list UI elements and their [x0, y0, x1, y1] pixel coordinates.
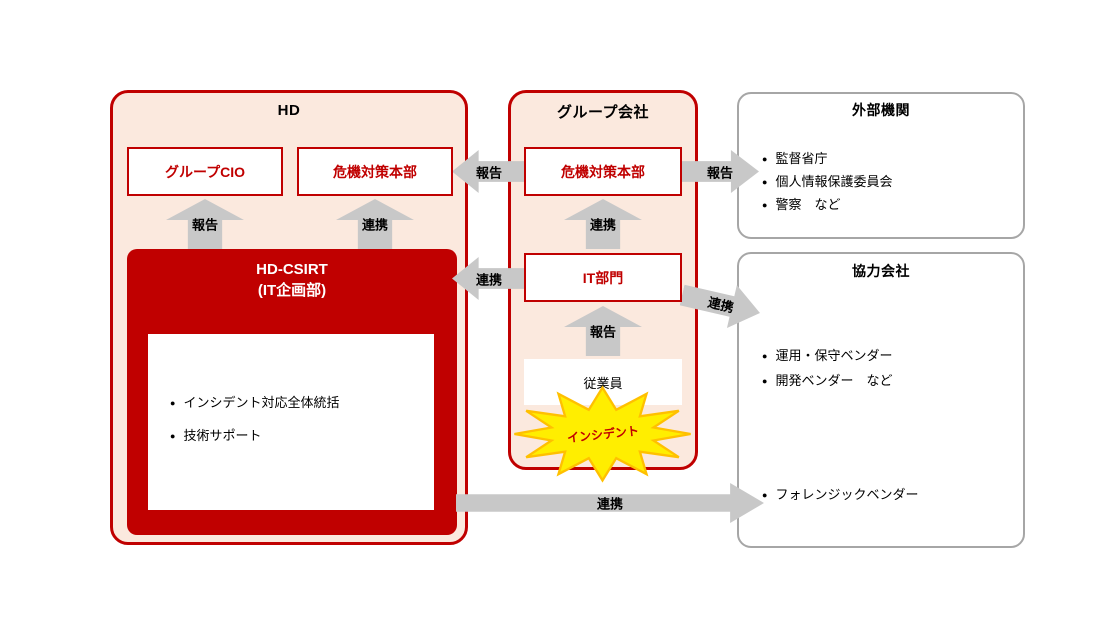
group-to-external-report-arrow: 報告: [681, 150, 759, 193]
csirt-item-label: インシデント対応全体統括: [183, 395, 340, 410]
partner-company-list: 運用・保守ベンダー 開発ベンダー など: [762, 344, 892, 394]
hd-report-up-arrow: 報告: [166, 199, 244, 249]
partner-company-title: 協力会社: [852, 263, 910, 279]
list-item: 警察 など: [762, 194, 892, 217]
group-cio-label: グループCIO: [164, 163, 246, 180]
group-to-hd-report-label: 報告: [475, 165, 503, 180]
list-item: 運用・保守ベンダー: [762, 344, 892, 369]
it-to-csirt-coop-arrow: 連携: [452, 257, 526, 300]
bullet-icon: [170, 395, 175, 410]
group-coop-up-arrow: 連携: [564, 199, 642, 249]
list-item: インシデント対応全体統括: [170, 392, 434, 411]
hd-csirt-title-line1: HD-CSIRT: [256, 261, 328, 278]
external-org-panel: [737, 92, 1025, 239]
external-item-label: 個人情報保護委員会: [775, 174, 893, 189]
group-report-up-arrow: 報告: [564, 306, 642, 356]
it-dept-box: IT部門: [524, 253, 682, 302]
group-coop-up-label: 連携: [589, 217, 617, 233]
incident-burst-icon: [514, 385, 691, 483]
external-item-label: 監督省庁: [775, 151, 828, 166]
external-org-list: 監督省庁 個人情報保護委員会 警察 など: [762, 148, 892, 217]
group-to-external-report-label: 報告: [706, 165, 734, 180]
employees-label: 従業員: [583, 375, 623, 391]
hd-panel-title: HD: [277, 102, 301, 119]
bullet-icon: [762, 171, 767, 194]
group-report-up-label: 報告: [589, 324, 617, 340]
hd-crisis-hq-box: 危機対策本部: [297, 147, 453, 196]
list-item: 技術サポート: [170, 425, 434, 444]
list-item: 個人情報保護委員会: [762, 171, 892, 194]
partner-item-label: 運用・保守ベンダー: [775, 348, 893, 363]
forensic-vendor-list: フォレンジックベンダー: [762, 484, 918, 507]
hd-crisis-hq-label: 危機対策本部: [333, 163, 417, 180]
bullet-icon: [762, 369, 767, 394]
partner-item-label: 開発ベンダー など: [775, 373, 893, 388]
external-item-label: 警察 など: [775, 197, 841, 212]
bullet-icon: [170, 428, 175, 443]
external-org-title: 外部機関: [852, 102, 910, 118]
group-crisis-hq-label: 危機対策本部: [561, 163, 645, 180]
group-cio-box: グループCIO: [127, 147, 283, 196]
csirt-to-forensic-coop-label: 連携: [596, 496, 624, 512]
bullet-icon: [762, 484, 767, 507]
hd-coop-up-label: 連携: [361, 217, 389, 233]
hd-csirt-title: HD-CSIRT (IT企画部): [127, 259, 457, 301]
hd-csirt-title-line2: (IT企画部): [257, 282, 327, 299]
csirt-to-forensic-coop-arrow: 連携: [456, 483, 764, 523]
it-dept-label: IT部門: [582, 269, 624, 286]
group-to-hd-report-arrow: 報告: [452, 150, 526, 193]
hd-csirt-detail-panel: インシデント対応全体統括 技術サポート: [148, 334, 434, 510]
it-to-partner-coop-label: 連携: [706, 294, 736, 316]
csirt-item-label: 技術サポート: [183, 428, 262, 443]
hd-report-up-label: 報告: [191, 217, 219, 233]
list-item: 監督省庁: [762, 148, 892, 171]
hd-coop-up-arrow: 連携: [336, 199, 414, 249]
partner-company-panel: [737, 252, 1025, 548]
it-to-csirt-coop-label: 連携: [475, 272, 503, 287]
list-item: フォレンジックベンダー: [762, 484, 918, 507]
group-crisis-hq-box: 危機対策本部: [524, 147, 682, 196]
bullet-icon: [762, 344, 767, 369]
bullet-icon: [762, 148, 767, 171]
forensic-item-label: フォレンジックベンダー: [775, 487, 919, 502]
incident-burst: インシデント: [505, 383, 700, 485]
list-item: 開発ベンダー など: [762, 369, 892, 394]
bullet-icon: [762, 194, 767, 217]
group-company-title: グループ会社: [556, 104, 650, 121]
